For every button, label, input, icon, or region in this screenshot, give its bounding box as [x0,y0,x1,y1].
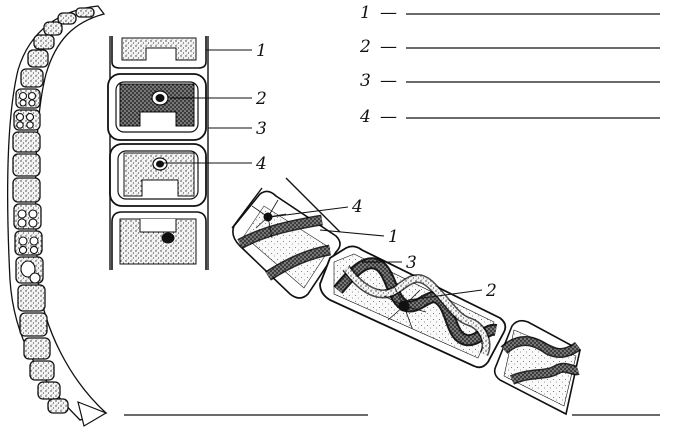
label-spiro-nucleus: 4 [351,197,363,217]
zoospore-clusters [15,91,41,284]
left-labels: 1 2 3 4 [255,41,267,174]
ulothrix-filament [6,5,108,427]
answer-number-3: 3 [360,71,371,91]
label-nucleus: 4 [255,154,267,174]
answer-dash-3: — [380,71,397,91]
label-spiro-wall: 1 [388,227,399,247]
label-cell-wall: 1 [256,41,267,61]
answer-number-1: 1 [360,3,371,23]
label-spiro-chromatophore: 2 [485,281,497,301]
ulothrix-magnified-cells [107,36,209,270]
spirogyra-filament [231,177,581,416]
answer-number-4: 4 [359,107,371,127]
answer-dash-1: — [380,3,397,23]
spirogyra-label-leaders [269,206,483,301]
label-cytoplasm: 3 [256,119,267,139]
answer-dash-2: — [380,37,397,57]
answer-key: 1 — 2 — 3 — 4 — [359,3,660,127]
label-chromatophore: 2 [255,89,267,109]
answer-dash-4: — [380,107,397,127]
left-label-leaders [162,49,252,164]
spirogyra-labels: 4 1 3 2 [351,197,497,301]
answer-number-2: 2 [359,37,371,57]
label-spiro-cytoplasm: 3 [406,253,417,273]
